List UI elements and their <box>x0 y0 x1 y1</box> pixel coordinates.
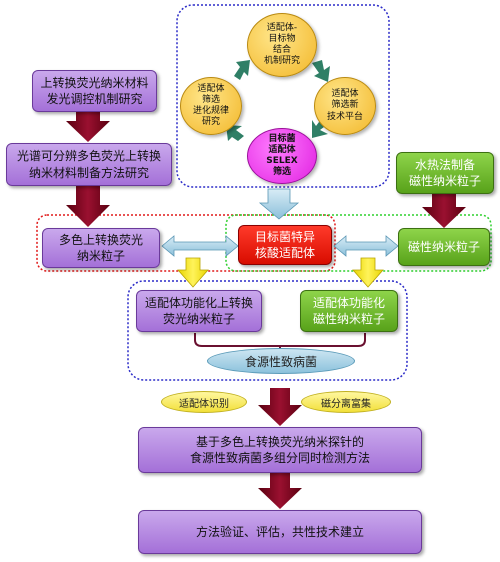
selex-to-aptamer-arrow <box>258 188 300 220</box>
cycle-right: 适配体 筛选新 技术平台 <box>314 77 376 135</box>
dark-red-arrows <box>66 111 466 509</box>
multicolor-aptamer-arrow <box>161 235 239 257</box>
box-ucnp-preparation: 光谱可分辨多色荧光上转换 纳米材料制备方法研究 <box>6 143 172 186</box>
bracket-lines <box>194 333 366 347</box>
label-magnetic-enrichment: 磁分离富集 <box>301 391 391 413</box>
box-func-ucnp: 适配体功能化上转换 荧光纳米粒子 <box>136 290 262 332</box>
yellow-arrow-left <box>177 257 209 288</box>
cycle-bottom: 目标菌 适配体 SELEX 筛选 <box>247 128 317 184</box>
cycle-left: 适配体 筛选 进化规律 研究 <box>180 77 242 135</box>
box-ucnp-mechanism: 上转换荧光纳米材料 发光调控机制研究 <box>32 70 157 112</box>
label-aptamer-recognition: 适配体识别 <box>161 391 247 413</box>
box-multicolor-ucnp: 多色上转换荧光 纳米粒子 <box>42 228 160 268</box>
box-magnetic-np: 磁性纳米粒子 <box>398 228 490 266</box>
box-validation: 方法验证、评估，共性技术建立 <box>138 510 422 554</box>
box-aptamer: 目标菌特异 核酸适配体 <box>238 225 332 265</box>
box-hydrothermal: 水热法制备 磁性纳米粒子 <box>396 152 494 194</box>
aptamer-magnetic-arrow <box>333 235 399 257</box>
foodborne-pathogen: 食源性致病菌 <box>207 348 355 374</box>
cycle-top: 适配体- 目标物 结合 机制研究 <box>247 13 317 77</box>
middle-blue-frame <box>127 280 408 381</box>
yellow-arrow-right <box>352 257 384 288</box>
selex-frame <box>176 4 390 188</box>
box-func-magnetic: 适配体功能化 磁性纳米粒子 <box>300 290 398 332</box>
box-detection-method: 基于多色上转换荧光纳米探针的 食源性致病菌多组分同时检测方法 <box>138 427 422 473</box>
